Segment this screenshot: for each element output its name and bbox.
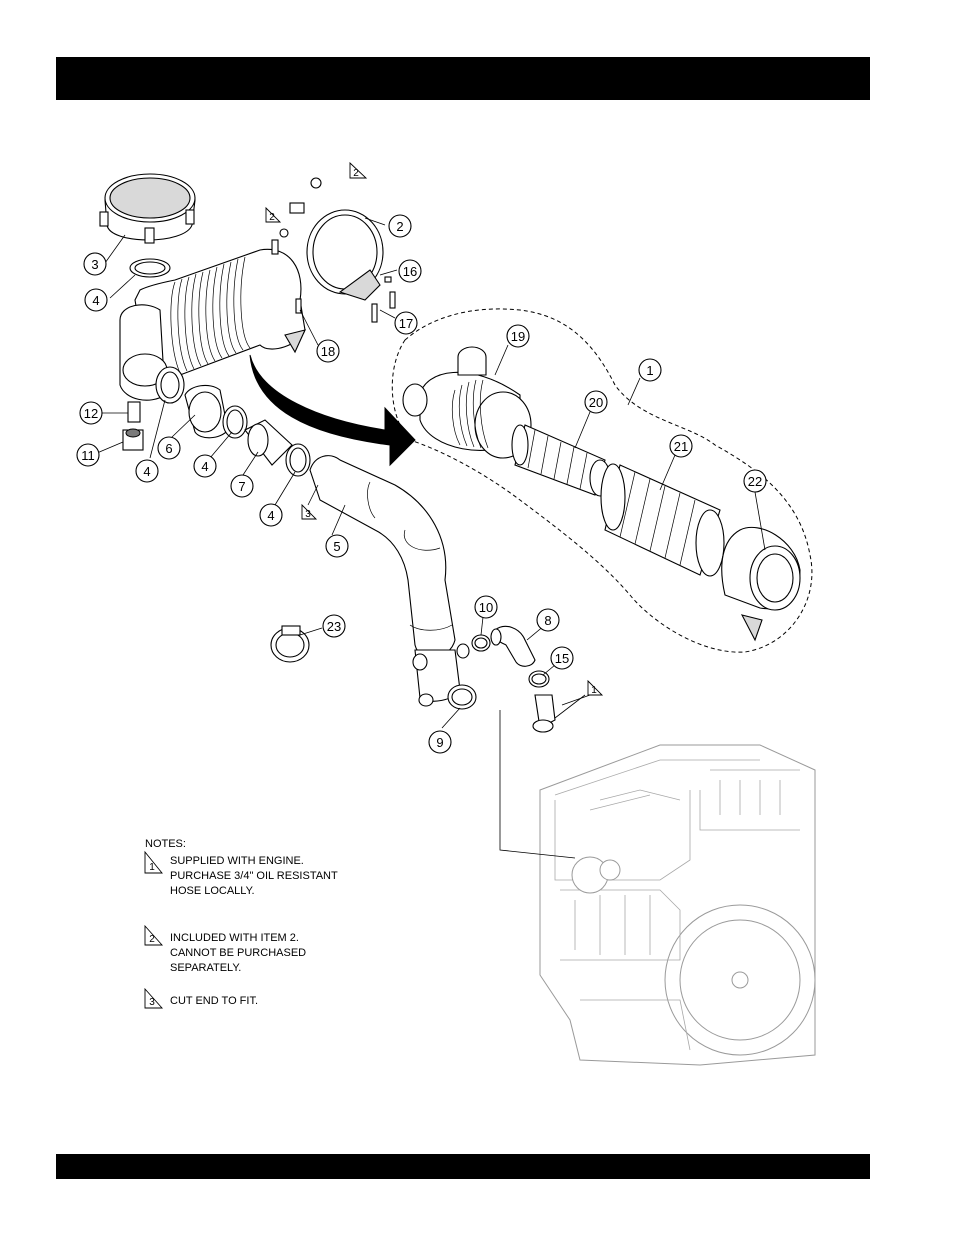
mounting-band <box>290 203 383 300</box>
note-1-line-3: HOSE LOCALLY. <box>170 885 255 897</box>
svg-text:2: 2 <box>269 212 275 223</box>
outer-filter-21 <box>601 464 724 576</box>
hose-clamp-10 <box>472 635 490 651</box>
svg-text:23: 23 <box>327 619 341 634</box>
notes-heading: NOTES: <box>145 838 186 850</box>
hose-clamp-lower <box>286 444 310 476</box>
callout-19: 19 <box>507 325 529 347</box>
svg-text:9: 9 <box>436 735 443 750</box>
callout-6: 6 <box>158 437 180 459</box>
note-2-line-3: SEPARATELY. <box>170 962 241 974</box>
breather-fitting <box>533 695 555 732</box>
spare-clamp <box>271 626 309 662</box>
svg-text:17: 17 <box>399 316 413 331</box>
filter-cover-22 <box>722 527 800 640</box>
callout-20: 20 <box>585 391 607 413</box>
svg-text:5: 5 <box>333 539 340 554</box>
svg-text:11: 11 <box>81 448 95 463</box>
svg-text:4: 4 <box>92 293 99 308</box>
callout-18: 18 <box>317 340 339 362</box>
callout-7: 7 <box>231 475 253 497</box>
svg-text:2: 2 <box>149 934 155 945</box>
hose-clamp-top <box>130 259 170 277</box>
inner-filter-20 <box>512 425 610 496</box>
svg-text:2: 2 <box>353 168 359 179</box>
note-1-line-1: SUPPLIED WITH ENGINE. <box>170 855 304 867</box>
callout-4-d: 4 <box>260 504 282 526</box>
fitting-11 <box>123 429 143 450</box>
callout-2: 2 <box>389 215 411 237</box>
callout-23: 23 <box>323 615 345 637</box>
notes-flag-2: 2 <box>145 926 162 945</box>
note-flag-1: 1 <box>588 681 602 696</box>
callout-5: 5 <box>326 535 348 557</box>
fitting-12 <box>128 402 140 422</box>
svg-text:3: 3 <box>91 257 98 272</box>
notes-flag-3: 3 <box>145 989 162 1008</box>
callout-8: 8 <box>537 609 559 631</box>
callout-9: 9 <box>429 731 451 753</box>
hose-clamp-15 <box>529 671 549 687</box>
note-2-line-1: INCLUDED WITH ITEM 2. <box>170 932 299 944</box>
breather-hose <box>491 626 535 666</box>
callout-3: 3 <box>84 253 106 275</box>
svg-text:20: 20 <box>589 395 603 410</box>
svg-text:4: 4 <box>143 464 150 479</box>
callout-15: 15 <box>551 647 573 669</box>
svg-text:6: 6 <box>165 441 172 456</box>
svg-text:8: 8 <box>544 613 551 628</box>
svg-text:1: 1 <box>646 363 653 378</box>
air-cleaner-cap <box>100 174 195 243</box>
hose-elbow <box>185 385 228 437</box>
hose-clamp-9 <box>448 685 476 709</box>
callout-21: 21 <box>670 435 692 457</box>
svg-text:3: 3 <box>149 997 155 1008</box>
callout-16: 16 <box>399 260 421 282</box>
note-2-line-2: CANNOT BE PURCHASED <box>170 947 306 959</box>
svg-text:3: 3 <box>305 509 311 520</box>
svg-text:22: 22 <box>748 474 762 489</box>
hose-clamp-outlet <box>156 367 184 403</box>
svg-text:2: 2 <box>396 219 403 234</box>
callout-4-c: 4 <box>194 455 216 477</box>
svg-text:16: 16 <box>403 264 417 279</box>
svg-text:10: 10 <box>479 600 493 615</box>
notes-block: NOTES: 1 SUPPLIED WITH ENGINE. PURCHASE … <box>145 838 338 1008</box>
callout-4-a: 4 <box>85 289 107 311</box>
note-1-line-2: PURCHASE 3/4" OIL RESISTANT <box>170 870 338 882</box>
svg-text:21: 21 <box>674 439 688 454</box>
intake-hose <box>310 456 469 706</box>
svg-text:19: 19 <box>511 329 525 344</box>
svg-text:4: 4 <box>201 459 208 474</box>
svg-text:1: 1 <box>591 685 597 696</box>
svg-text:4: 4 <box>267 508 274 523</box>
callout-10: 10 <box>475 596 497 618</box>
svg-text:7: 7 <box>238 479 245 494</box>
note-flag-2-mid: 2 <box>266 208 280 223</box>
callout-22: 22 <box>744 470 766 492</box>
svg-text:18: 18 <box>321 344 335 359</box>
svg-text:12: 12 <box>84 406 98 421</box>
hose-clamp-mid <box>223 406 247 438</box>
tube-adapter <box>245 420 292 465</box>
note-flag-2-top: 2 <box>350 163 366 179</box>
svg-text:1: 1 <box>149 862 155 873</box>
callout-4-b: 4 <box>136 460 158 482</box>
callout-1: 1 <box>639 359 661 381</box>
svg-text:15: 15 <box>555 651 569 666</box>
callout-17: 17 <box>395 312 417 334</box>
callout-11: 11 <box>77 444 99 466</box>
engine <box>540 745 815 1065</box>
note-3-line-1: CUT END TO FIT. <box>170 995 258 1007</box>
callout-12: 12 <box>80 402 102 424</box>
notes-flag-1: 1 <box>145 852 162 873</box>
note-flag-3: 3 <box>302 505 316 520</box>
